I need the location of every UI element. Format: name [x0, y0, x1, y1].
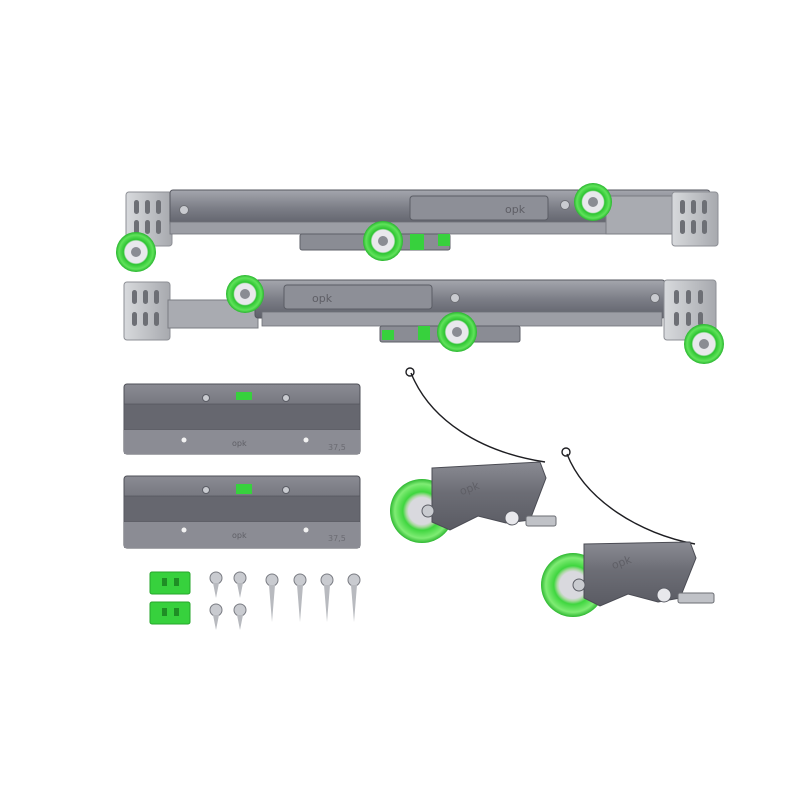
short-screw — [209, 603, 223, 630]
caster-wheel-right: opk — [541, 447, 715, 617]
guide-plate-top-size-label: 37,5 — [328, 443, 346, 452]
bottom-rail-cover-plate — [283, 284, 433, 310]
guide-plate-bottom-size-label: 37,5 — [328, 534, 346, 543]
top-rail-wheel-right — [574, 183, 612, 221]
bottom-rail-green-clip — [382, 330, 394, 340]
long-screw — [320, 573, 334, 622]
short-screw — [233, 603, 247, 630]
long-screw — [293, 573, 307, 622]
bottom-rail-wheel-left — [226, 275, 264, 313]
green-spacer-block-1 — [149, 571, 191, 595]
short-screw — [233, 571, 247, 598]
long-screw — [265, 573, 279, 622]
top-rail-assembly: opk — [116, 183, 719, 272]
guide-plate-bottom: opk 37,5 — [123, 475, 361, 549]
bottom-rail-wheel-center — [437, 312, 477, 352]
top-rail-right-bracket — [605, 191, 719, 247]
bottom-rail-brand-mark: opk — [312, 292, 333, 305]
bottom-rail-left-bracket — [123, 281, 171, 341]
guide-plate-bottom-green-tab — [236, 484, 252, 494]
long-screw — [347, 573, 361, 622]
top-rail-cover-plate — [409, 195, 549, 221]
top-rail-wheel-center — [363, 221, 403, 261]
guide-plate-bottom-brand-mark: opk — [232, 531, 247, 540]
bottom-rail-assembly: opk — [123, 275, 724, 364]
guide-plate-top-green-tab — [236, 392, 252, 400]
top-rail-green-clip — [410, 234, 424, 250]
short-screws-set — [209, 571, 247, 630]
bottom-rail-wheel-right — [684, 324, 724, 364]
green-spacer-block-2 — [149, 601, 191, 625]
guide-plate-top-brand-mark: opk — [232, 439, 247, 448]
long-screws-set — [265, 573, 361, 622]
guide-plate-top: opk 37,5 — [123, 383, 361, 455]
short-screw — [209, 571, 223, 598]
caster-wheel-left: opk — [390, 367, 557, 543]
top-rail-wheel-left — [116, 232, 156, 272]
top-rail-brand-mark: opk — [505, 203, 526, 216]
